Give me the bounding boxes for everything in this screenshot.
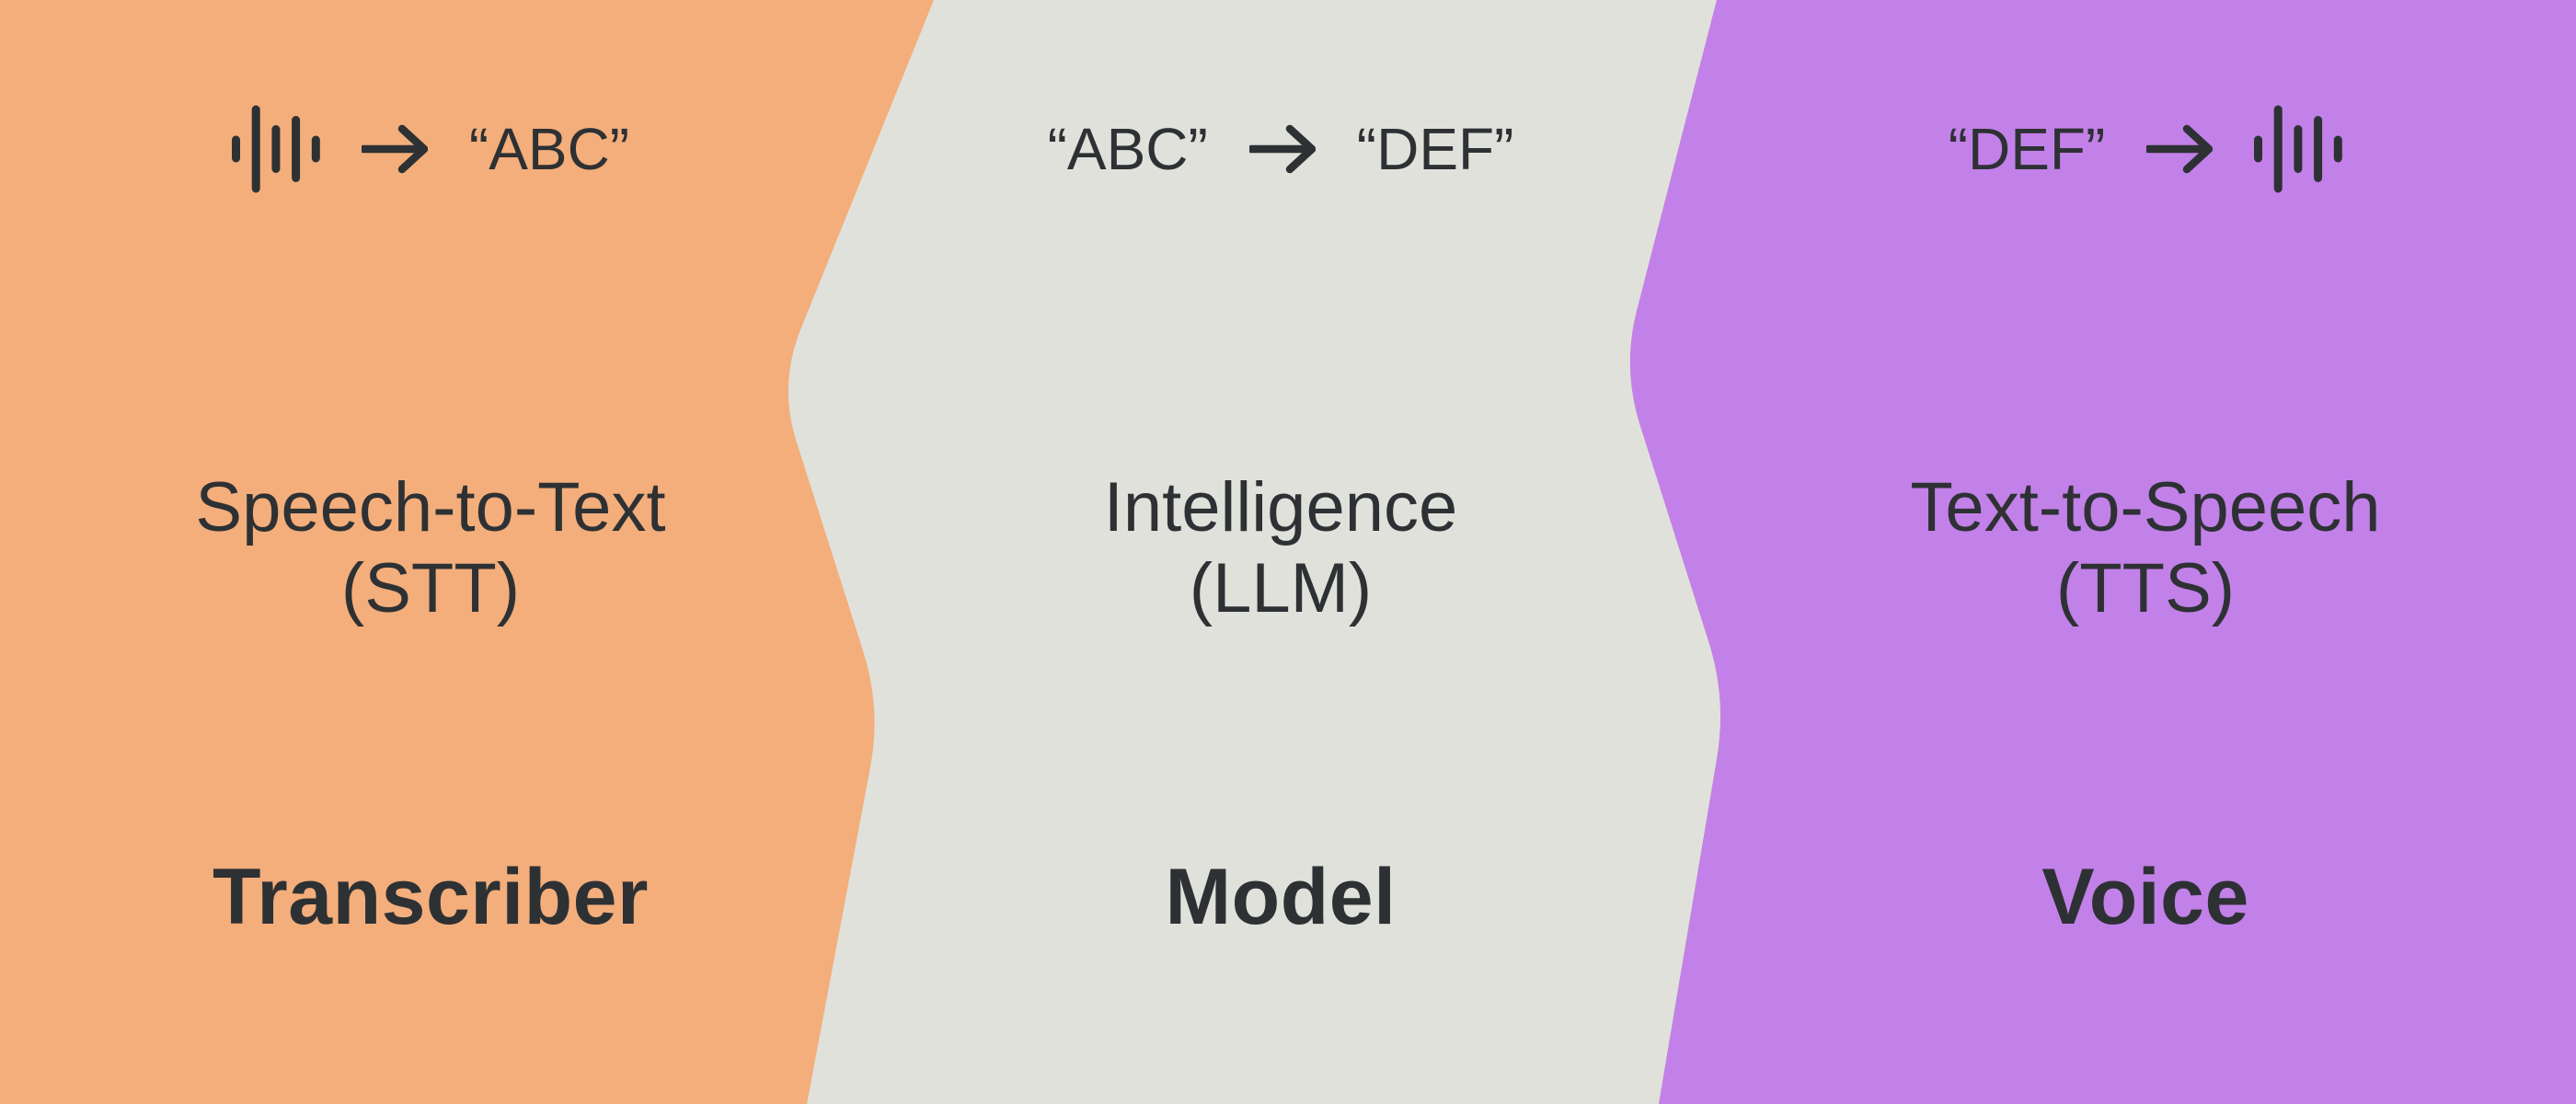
voice-title-line1: Text-to-Speech	[1910, 468, 2381, 546]
panel-voice: “DEF” Text-to-Speech (TTS) Voice	[1777, 0, 2513, 1104]
voice-label: Voice	[2041, 853, 2249, 941]
transcriber-label: Transcriber	[213, 853, 649, 941]
transcriber-io-row: “ABC”	[63, 103, 799, 195]
transcriber-title-line2: (STT)	[340, 549, 521, 627]
model-title-line1: Intelligence	[1103, 468, 1458, 546]
panel-transcriber: “ABC” Speech-to-Text (STT) Transcriber	[63, 0, 799, 1104]
audio-waveform-icon	[2254, 105, 2343, 193]
model-title: Intelligence (LLM)	[913, 467, 1649, 629]
transcriber-title-line1: Speech-to-Text	[195, 468, 666, 546]
model-label: Model	[1165, 853, 1397, 941]
model-io-row: “ABC” “DEF”	[913, 103, 1649, 195]
model-title-line2: (LLM)	[1189, 549, 1373, 627]
voice-title-line2: (TTS)	[2055, 549, 2236, 627]
arrow-right-icon	[1248, 124, 1316, 174]
transcriber-output-text: “ABC”	[468, 116, 630, 182]
model-panel-shape	[788, 0, 1721, 1104]
model-input-text: “ABC”	[1047, 116, 1208, 182]
transcriber-title: Speech-to-Text (STT)	[63, 467, 799, 629]
voice-input-text: “DEF”	[1948, 116, 2106, 182]
arrow-right-icon	[361, 124, 428, 174]
model-output-text: “DEF”	[1356, 116, 1514, 182]
voice-io-row: “DEF”	[1777, 103, 2513, 195]
voice-panel-shape	[1629, 0, 2576, 1104]
arrow-right-icon	[2146, 124, 2214, 174]
audio-waveform-icon	[231, 105, 320, 193]
voice-title: Text-to-Speech (TTS)	[1777, 467, 2513, 629]
panel-model: “ABC” “DEF” Intelligence (LLM) Model	[913, 0, 1649, 1104]
